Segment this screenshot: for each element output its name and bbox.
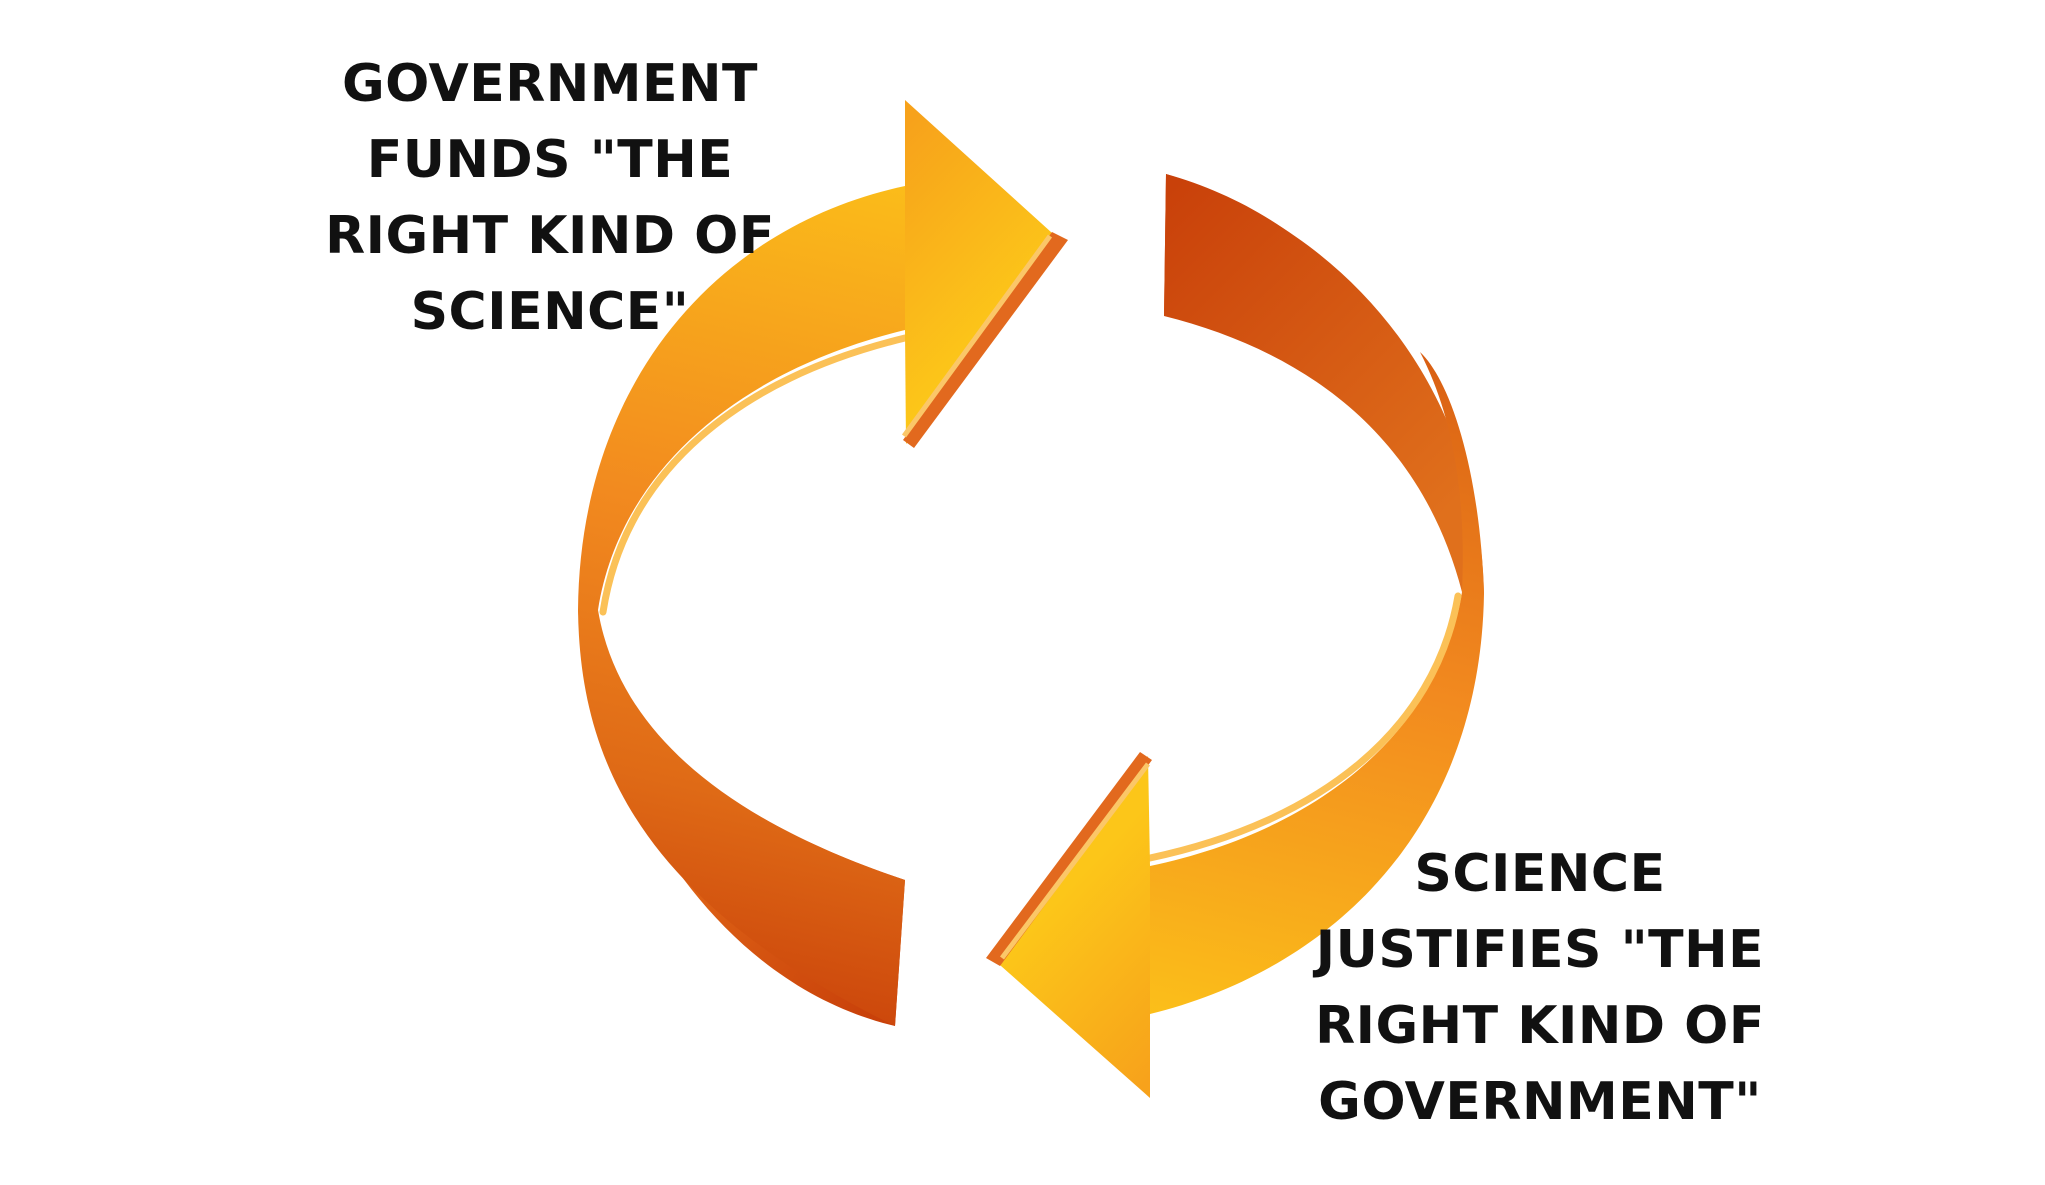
government-funds-science-label: GOVERNMENT FUNDS "THE RIGHT KIND OF SCIE… — [320, 46, 780, 350]
bottom-caption-line-4: GOVERNMENT" — [1300, 1064, 1780, 1140]
science-justifies-government-label: SCIENCE JUSTIFIES "THE RIGHT KIND OF GOV… — [1300, 836, 1780, 1140]
bottom-caption-line-1: SCIENCE — [1300, 836, 1780, 912]
top-caption-line-4: SCIENCE" — [320, 274, 780, 350]
bottom-caption-line-3: RIGHT KIND OF — [1300, 988, 1780, 1064]
bottom-caption-line-2: JUSTIFIES "THE — [1300, 912, 1780, 988]
top-caption-line-2: FUNDS "THE — [320, 122, 780, 198]
top-caption-line-1: GOVERNMENT — [320, 46, 780, 122]
top-caption-line-3: RIGHT KIND OF — [320, 198, 780, 274]
